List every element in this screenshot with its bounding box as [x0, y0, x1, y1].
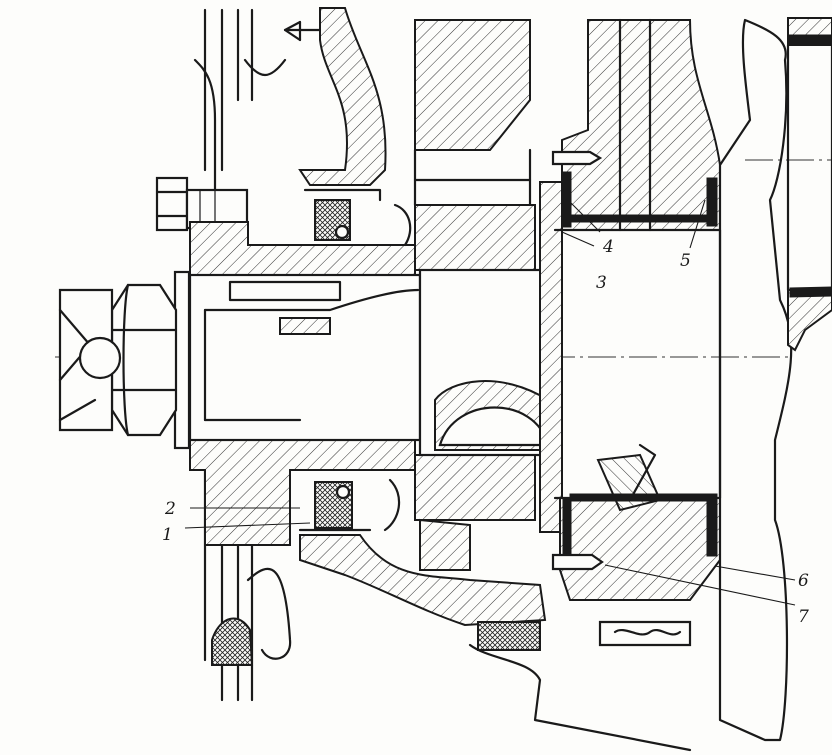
seal-strip-lower — [569, 493, 709, 502]
callout-6: 6 — [798, 571, 809, 591]
grease-seal-upper — [303, 188, 412, 247]
spindle — [188, 273, 422, 442]
leader-7 — [604, 564, 796, 606]
leader-4 — [567, 199, 601, 233]
callout-leaders — [184, 199, 796, 606]
seal-6-right — [706, 493, 718, 557]
grease-seal-lower — [298, 478, 401, 532]
shaft-stub — [58, 288, 122, 432]
thrust-washer-3 — [539, 181, 563, 533]
callout-7: 7 — [798, 607, 809, 627]
steering-knuckle-lower — [299, 534, 692, 752]
leader-5 — [689, 199, 706, 249]
seal-4 — [562, 171, 572, 228]
callout-5: 5 — [680, 251, 691, 271]
dowel-pins — [551, 150, 604, 571]
seal-bottom-left — [211, 617, 254, 666]
lower-pad — [477, 621, 541, 651]
seal-6-left — [562, 497, 572, 561]
callout-3: 3 — [596, 273, 607, 293]
callout-2: 2 — [164, 499, 176, 519]
seal-5 — [706, 177, 718, 227]
seal-strip-upper — [569, 214, 709, 223]
steering-knuckle-upper — [283, 7, 387, 186]
leader-1 — [184, 522, 311, 529]
callout-labels: 3 4 5 2 1 6 7 — [162, 237, 809, 627]
brake-drum — [553, 18, 722, 601]
hex-nut — [110, 283, 178, 437]
wheel-rim — [718, 17, 832, 742]
hub-flange — [189, 221, 416, 546]
leader-6 — [714, 565, 796, 581]
leader-3 — [561, 231, 595, 247]
callout-1: 1 — [162, 525, 173, 545]
inner-bearing — [413, 19, 536, 571]
seal-rings — [562, 171, 718, 561]
callout-4: 4 — [602, 237, 614, 257]
body-panel-left — [193, 8, 292, 702]
wheel-pilot — [418, 268, 557, 457]
bottom-clamp — [598, 620, 692, 647]
